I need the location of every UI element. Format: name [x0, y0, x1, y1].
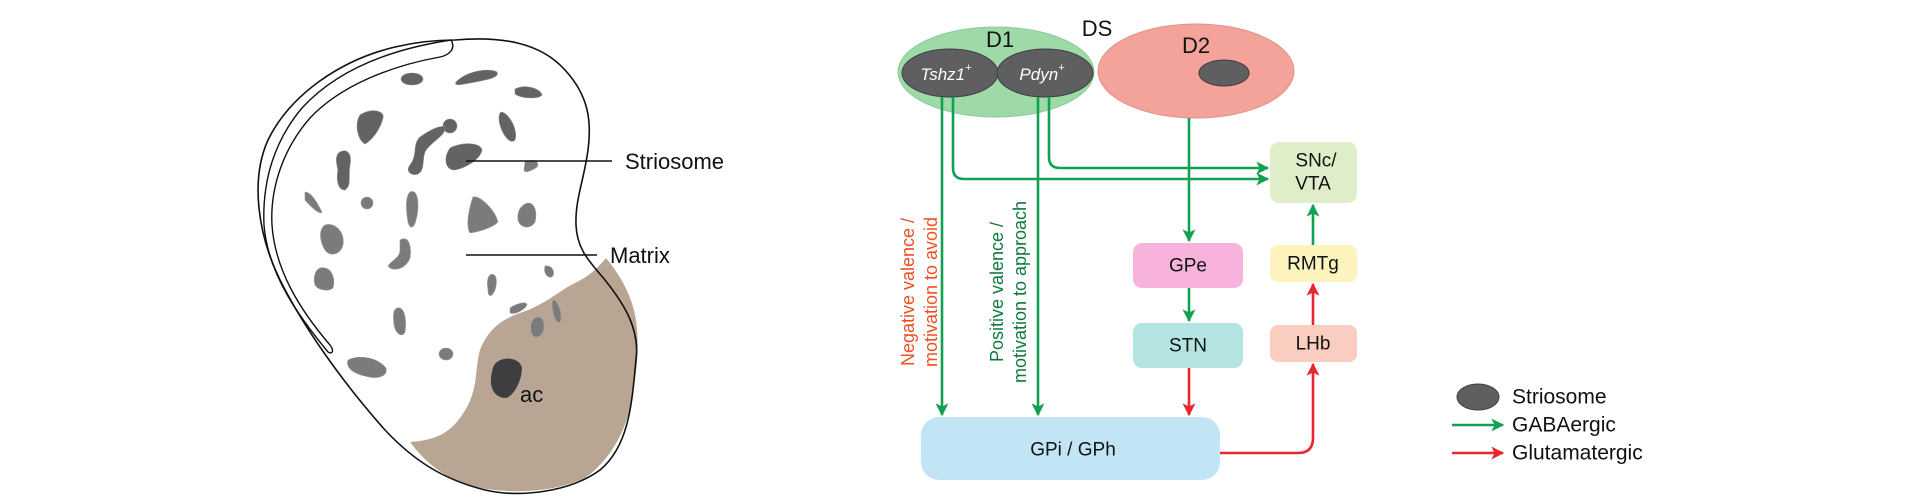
- gpi-gph-label: GPi / GPh: [1030, 440, 1116, 461]
- legend-label-striosome: Striosome: [1512, 386, 1607, 409]
- striosome-patch: [487, 274, 497, 296]
- d2-striosome: [1198, 59, 1250, 87]
- gpi-to-lhb-arrow: [1220, 362, 1320, 455]
- striosome-patch: [360, 196, 374, 210]
- striosome-patch: [514, 86, 543, 99]
- striosome-patch: [467, 196, 499, 234]
- striosome-patch: [523, 160, 539, 172]
- striosome-patches: [336, 69, 543, 191]
- legend-label-glutamatergic: Glutamatergic: [1512, 442, 1643, 465]
- tshz1-label: Tshz1+: [920, 62, 972, 84]
- anterior-commissure: [490, 358, 522, 398]
- striosome-patch: [356, 110, 384, 145]
- legend-item-gabaergic: GABAergic: [1452, 414, 1616, 437]
- striosome-patch: [408, 126, 446, 175]
- striosome-symbol-icon: [1456, 383, 1500, 411]
- legend-label-gabaergic: GABAergic: [1512, 414, 1616, 437]
- d2-population: [1097, 23, 1295, 119]
- rmtg-label: RMTg: [1287, 254, 1339, 275]
- striosome-patch: [517, 202, 537, 228]
- striosome-patch: [347, 356, 387, 378]
- ac-label: ac: [520, 382, 543, 407]
- gabaergic-connections: [935, 97, 1320, 417]
- striosome-patches-light: [304, 160, 562, 378]
- striosome-patch: [509, 302, 528, 314]
- striosome-patch: [498, 111, 516, 142]
- striatum-outline: [257, 38, 638, 495]
- striosome-patch: [313, 267, 335, 291]
- snc-vta-label-line1: SNc/: [1295, 151, 1337, 172]
- lhb-node: LHb: [1270, 325, 1357, 362]
- striosome-patch: [551, 299, 562, 323]
- matrix-label: Matrix: [610, 243, 670, 268]
- striosome-patch: [336, 150, 351, 191]
- striosome-patch: [544, 265, 554, 278]
- ds-label: DS: [1082, 16, 1113, 41]
- legend-item-striosome: Striosome: [1456, 383, 1607, 411]
- striosome-patch: [455, 69, 498, 86]
- negative-valence-line1: Negative valence /: [898, 218, 918, 366]
- lhb-label: LHb: [1296, 334, 1331, 355]
- striosome-label: Striosome: [625, 149, 724, 174]
- glutamatergic-connections: [1182, 282, 1320, 455]
- corpus-callosum-band: [263, 39, 454, 354]
- striosome-patch: [438, 347, 454, 361]
- striosome-patch: [304, 191, 323, 213]
- stn-label: STN: [1169, 336, 1207, 357]
- negative-valence-line2: motivation to avoid: [921, 217, 941, 367]
- striosome-patch: [530, 317, 545, 338]
- circuit-diagram: D1 Tshz1+ Pdyn+ DS D2 SNc/: [897, 16, 1357, 480]
- stn-node: STN: [1133, 323, 1243, 368]
- tshz1-to-snc-arrow: [951, 97, 1270, 186]
- striosome-patch: [400, 72, 424, 86]
- striatum-section: ac Striosome Matrix: [257, 38, 724, 495]
- gpe-label: GPe: [1169, 256, 1207, 277]
- snc-vta-node: SNc/ VTA: [1270, 142, 1357, 203]
- pdyn-striosome: [996, 48, 1094, 98]
- legend: Striosome GABAergic Glutamatergic: [1452, 383, 1643, 465]
- positive-valence-line2: motivation to approach: [1010, 201, 1030, 383]
- striosome-patch: [320, 224, 344, 255]
- pdyn-label: Pdyn+: [1019, 62, 1065, 84]
- negative-valence-annotation: Negative valence / motivation to avoid: [898, 217, 941, 367]
- d2-label: D2: [1182, 33, 1210, 58]
- positive-valence-annotation: Positive valence / motivation to approac…: [987, 201, 1030, 383]
- striosome-patch: [406, 191, 419, 228]
- striosome-patch: [445, 143, 483, 171]
- d1-label: D1: [986, 27, 1014, 52]
- striosome-patch: [387, 238, 411, 270]
- pdyn-to-snc-arrow: [1047, 97, 1270, 175]
- striosome-patch: [393, 307, 406, 336]
- snc-vta-label-line2: VTA: [1295, 174, 1331, 195]
- positive-valence-line1: Positive valence /: [987, 222, 1007, 362]
- gpe-node: GPe: [1133, 243, 1243, 288]
- striosome-patch: [442, 118, 458, 134]
- gpi-gph-node: GPi / GPh: [921, 417, 1220, 480]
- legend-item-glutamatergic: Glutamatergic: [1452, 442, 1643, 465]
- ventral-region: [410, 258, 638, 492]
- rmtg-node: RMTg: [1270, 245, 1357, 282]
